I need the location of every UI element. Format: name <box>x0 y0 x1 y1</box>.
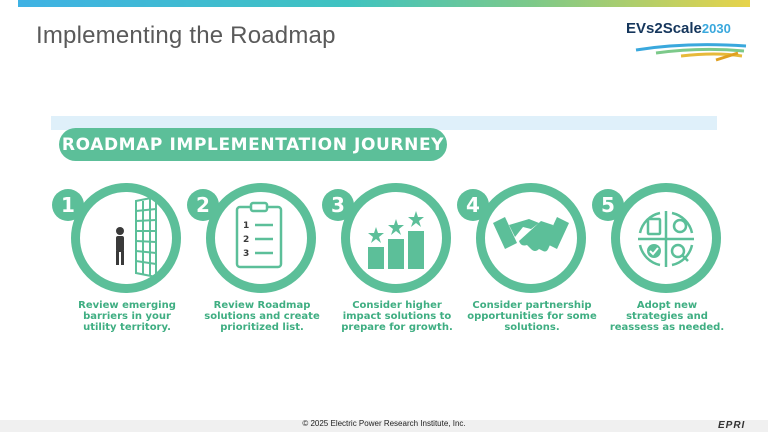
step-ring <box>206 183 316 293</box>
step-caption: Consider higher impact solutions to prep… <box>341 300 453 333</box>
step-ring <box>341 183 451 293</box>
step-caption: Review Roadmap solutions and create prio… <box>204 300 320 333</box>
journey-banner: ROADMAP IMPLEMENTATION JOURNEY <box>59 128 447 161</box>
step-number-badge: 4 <box>457 189 489 221</box>
svg-text:2: 2 <box>243 235 249 245</box>
step-ring <box>71 183 181 293</box>
copyright-text: © 2025 Electric Power Research Institute… <box>302 419 466 428</box>
step-3: 3 Consider higher impact solutions to pr… <box>322 183 472 343</box>
clipboard-checklist-icon: 1 2 3 <box>235 201 283 269</box>
svg-text:1: 1 <box>243 221 249 231</box>
epri-logo: EPRI <box>718 420 746 431</box>
step-1: 1 Review emerging barriers in your utili… <box>52 183 202 343</box>
step-number-badge: 2 <box>187 189 219 221</box>
footer-bar <box>0 420 768 432</box>
bar-chart-stars-icon <box>368 211 424 269</box>
evs2scale-logo: EVs2Scale2030 <box>626 20 756 62</box>
step-caption: Adopt new strategies and reassess as nee… <box>609 300 725 333</box>
logo-brand-text: EVs2Scale <box>626 20 702 37</box>
top-gradient-bar <box>18 0 750 7</box>
handshake-icon <box>493 217 569 252</box>
step-number-badge: 5 <box>592 189 624 221</box>
step-ring <box>476 183 586 293</box>
step-number-badge: 1 <box>52 189 84 221</box>
person-facing-wall-icon <box>116 195 157 279</box>
step-2: 2 1 2 3 Review Roadmap solutions and creat… <box>187 183 337 343</box>
step-caption: Consider partnership opportunities for s… <box>467 300 597 333</box>
logo-year-text: 2030 <box>701 21 731 36</box>
step-caption: Review emerging barriers in your utility… <box>78 300 176 333</box>
banner-background-band <box>51 116 717 130</box>
step-5: 5 Adopt new strategies and reassess as n… <box>592 183 742 343</box>
step-number-badge: 3 <box>322 189 354 221</box>
page-title: Implementing the Roadmap <box>36 22 336 49</box>
step-4: 4 Consider partnership opportunities for… <box>457 183 607 343</box>
logo-swoosh-icon <box>635 43 747 62</box>
svg-text:3: 3 <box>243 249 249 259</box>
strategy-cycle-icon <box>638 211 694 267</box>
